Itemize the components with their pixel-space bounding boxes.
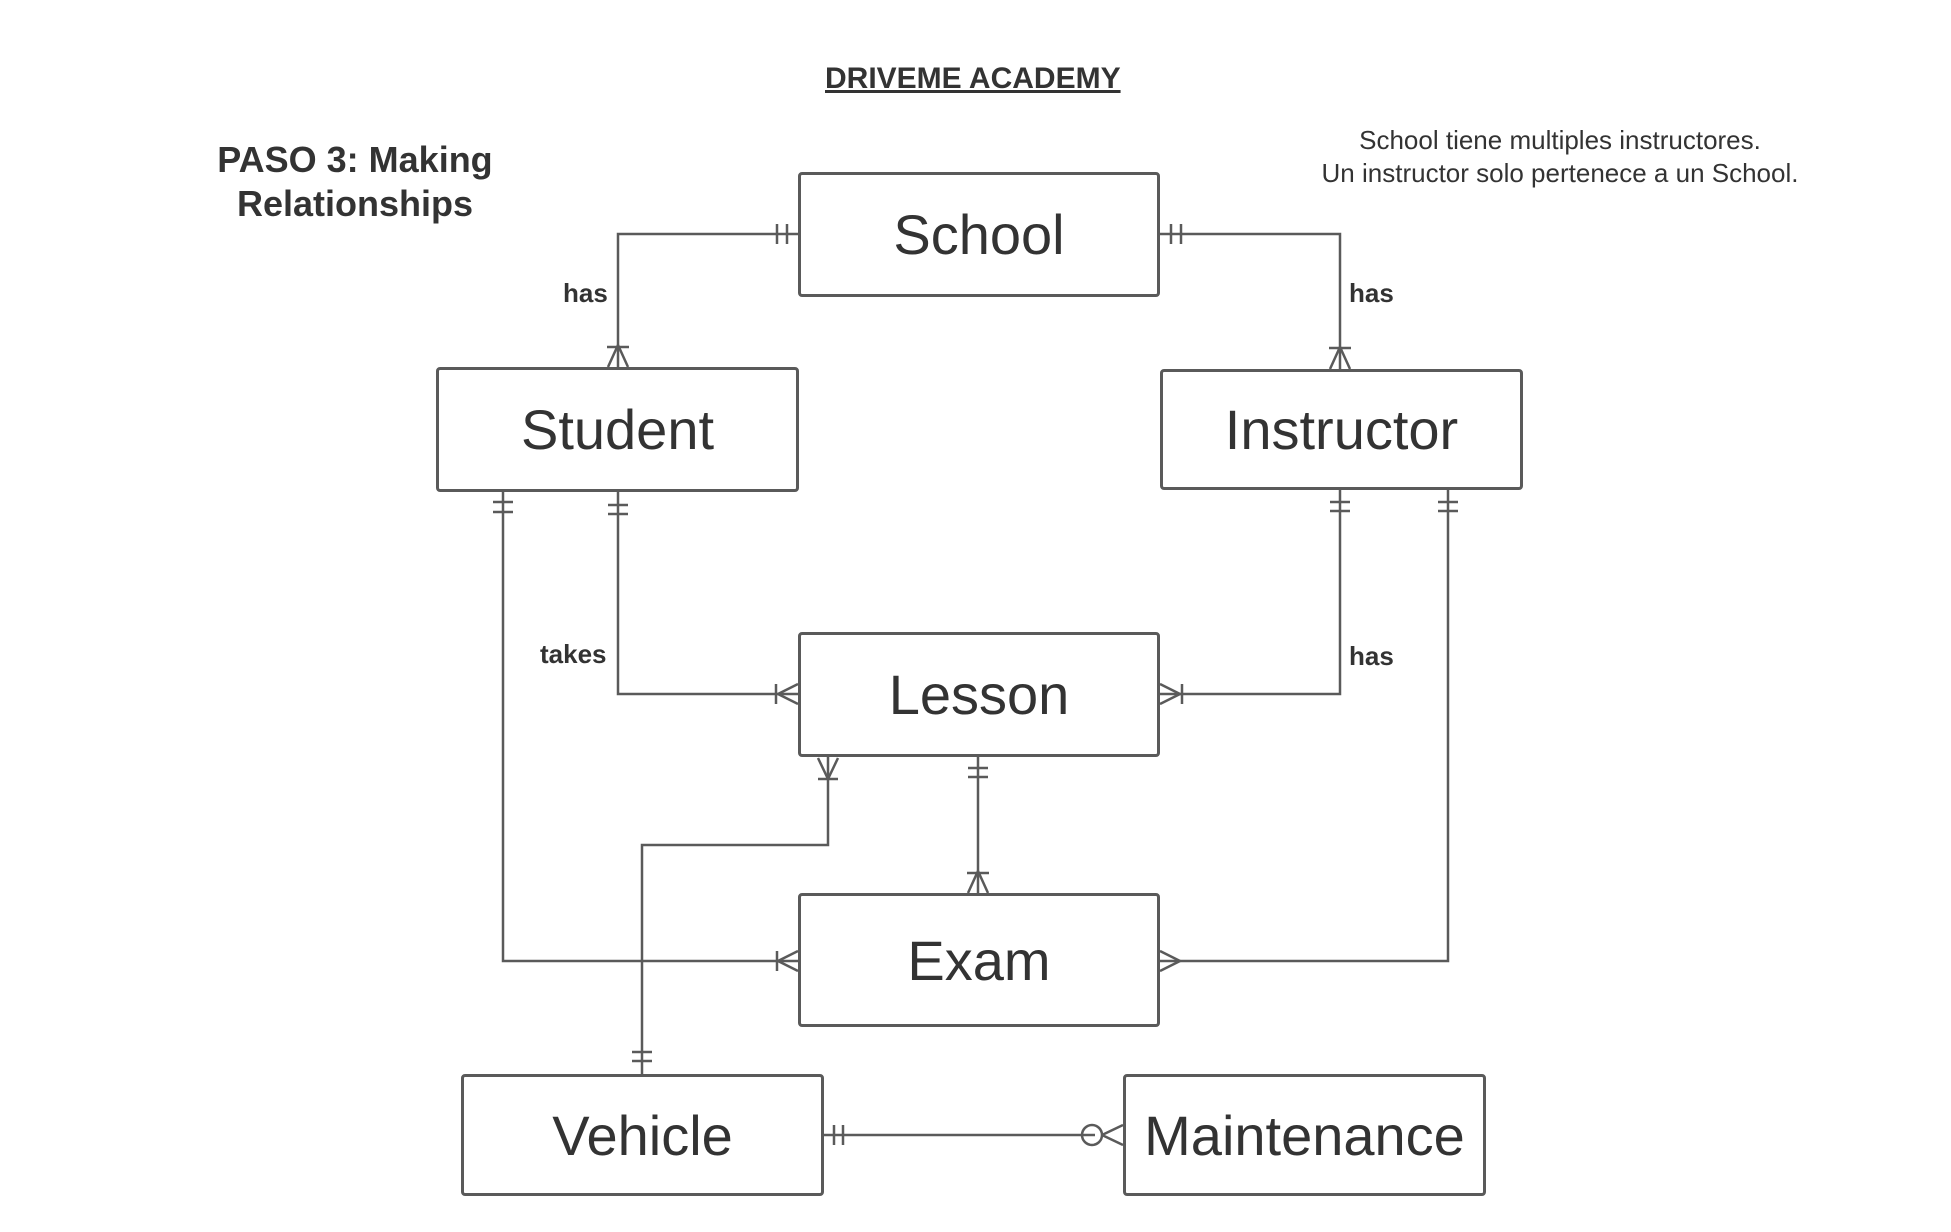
- relationship-label-student-lesson: takes: [540, 639, 607, 669]
- step-heading: PASO 3: Making Relationships: [205, 138, 505, 226]
- note-line2: Un instructor solo pertenece a un School…: [1321, 158, 1799, 188]
- relationship-label-school-student: has: [563, 278, 608, 308]
- entity-instructor[interactable]: Instructor: [1160, 369, 1523, 490]
- page-title: DRIVEME ACADEMY: [825, 62, 1121, 95]
- step-heading-line2: Relationships: [236, 183, 474, 224]
- note-line1: School tiene multiples instructores.: [1359, 125, 1761, 155]
- relationship-label-school-instructor: has: [1349, 278, 1394, 308]
- cardinality-note: School tiene multiples instructores. Un …: [1300, 124, 1820, 190]
- entity-lesson[interactable]: Lesson: [798, 632, 1160, 757]
- step-heading-line1: PASO 3: Making: [217, 139, 493, 180]
- entity-vehicle[interactable]: Vehicle: [461, 1074, 824, 1196]
- entity-school[interactable]: School: [798, 172, 1160, 297]
- entity-maintenance[interactable]: Maintenance: [1123, 1074, 1486, 1196]
- entity-exam[interactable]: Exam: [798, 893, 1160, 1027]
- relationship-label-instructor-lesson: has: [1349, 641, 1394, 671]
- entity-student[interactable]: Student: [436, 367, 799, 492]
